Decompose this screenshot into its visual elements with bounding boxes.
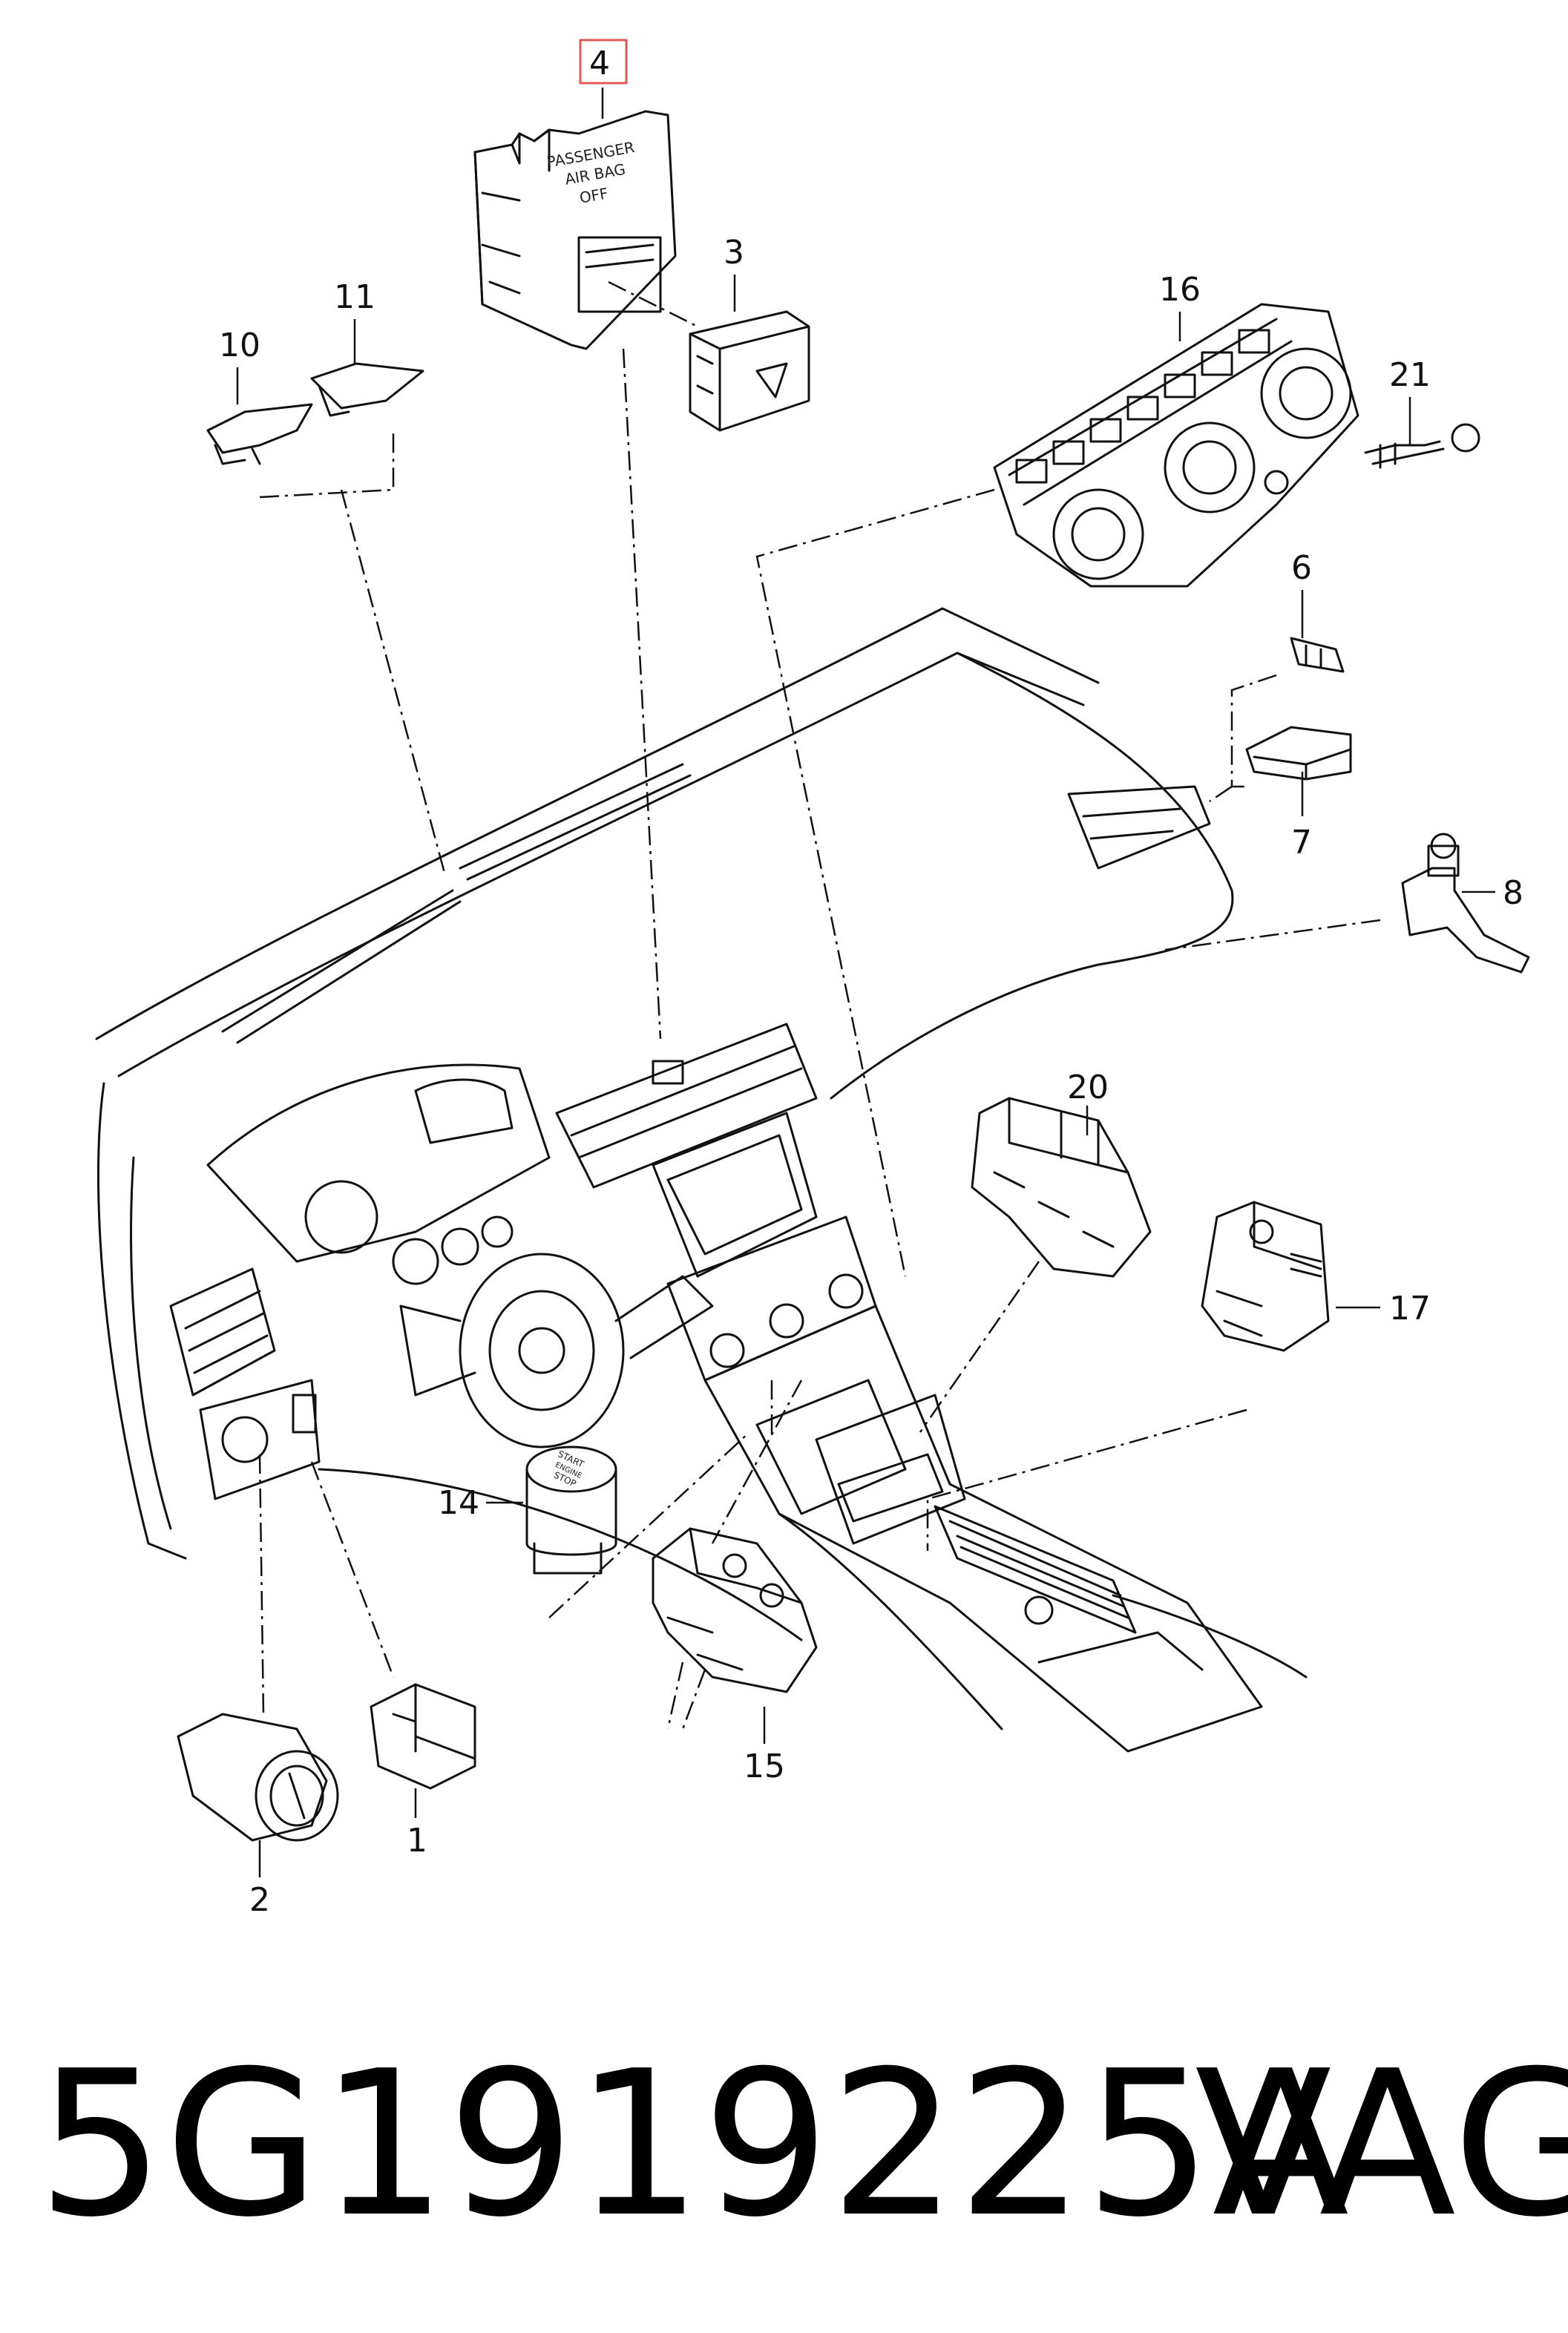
- part-14-printed-text: START ENGINE STOP: [552, 1448, 586, 1489]
- part-21-bulb: [1364, 423, 1480, 469]
- callout-6: 6: [1291, 549, 1312, 587]
- callout-3: 3: [724, 234, 744, 272]
- part-number: 5G1919225A: [37, 2027, 1350, 2261]
- callout-17: 17: [1389, 1290, 1431, 1328]
- part-number-footer: 5G1919225A VAG: [37, 2027, 1568, 2261]
- part-3-hazard-switch: [689, 310, 810, 432]
- callout-2: 2: [249, 1881, 270, 1919]
- part-7-socket: [1245, 726, 1352, 781]
- part-2-light-switch: [177, 1713, 339, 1842]
- dashboard-outline: [95, 607, 1308, 1753]
- callout-10: 10: [219, 327, 260, 364]
- callout-ticks: [236, 88, 1495, 1877]
- part-20-climate-control: [993, 303, 1359, 588]
- part-14-start-stop-button: [525, 1446, 617, 1575]
- leader-lines: [258, 280, 1381, 1730]
- part-6-connector: [1290, 637, 1345, 673]
- part-4-airbag-off-panel: [473, 110, 677, 350]
- exploded-parts-diagram: 4 3 10 11 16 21 6 7 8 20 17 14 15 1 2 PA…: [95, 39, 1530, 1919]
- callout-7: 7: [1291, 824, 1312, 862]
- part-8-sensor: [1401, 833, 1530, 974]
- callout-4-highlight: [579, 39, 628, 85]
- brand-name: VAG: [1195, 2027, 1568, 2261]
- callout-labels: 4 3 10 11 16 21 6 7 8 20 17 14 15 1 2: [219, 45, 1523, 1919]
- part-10-cover: [206, 403, 313, 465]
- part-4-text-line-3: OFF: [578, 184, 609, 206]
- callout-20: 16: [1159, 271, 1201, 309]
- callout-11: 11: [334, 278, 375, 316]
- callout-15: 15: [744, 1748, 785, 1785]
- callout-4: 4: [589, 45, 610, 82]
- callout-21: 21: [1389, 356, 1431, 394]
- callout-8: 8: [1503, 874, 1523, 912]
- part-17-epb-switch: [1201, 1201, 1330, 1352]
- callout-14: 14: [438, 1484, 479, 1522]
- part-11-cover: [310, 362, 424, 417]
- part-16-switch-module: [971, 1097, 1152, 1278]
- callout-16: 20: [1067, 1069, 1109, 1106]
- part-15-switch-module: [652, 1527, 818, 1693]
- part-4-printed-text: PASSENGER AIR BAG OFF: [545, 138, 636, 206]
- callout-1: 1: [407, 1822, 427, 1860]
- part-1-switch: [370, 1683, 476, 1790]
